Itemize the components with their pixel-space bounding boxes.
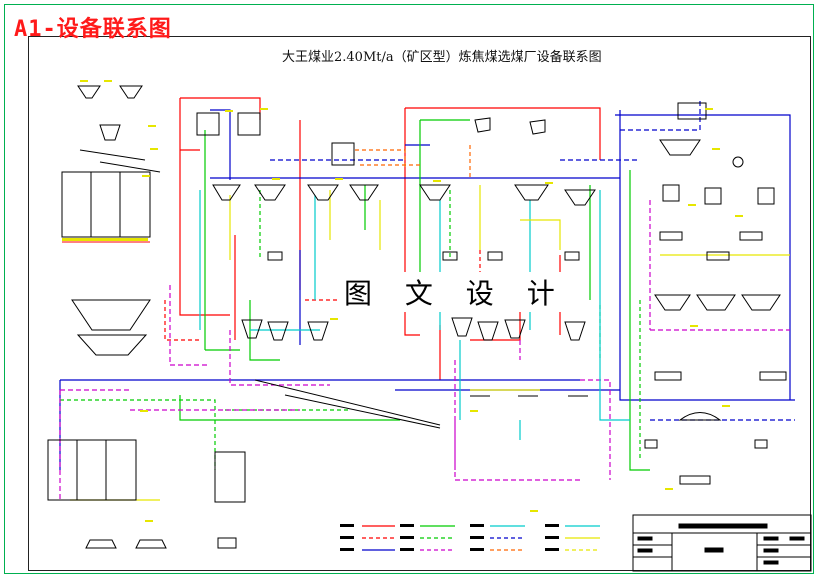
sieve-bend-icon xyxy=(514,184,549,201)
green-flow-line xyxy=(179,119,650,471)
title-block xyxy=(632,514,812,572)
sieve-bend-icon xyxy=(307,184,339,201)
equipment-tag-labels xyxy=(62,80,743,522)
green-dashed-line xyxy=(60,190,641,470)
jig-icon xyxy=(474,117,491,133)
pump-icon xyxy=(564,251,580,261)
tank-icon xyxy=(757,187,775,205)
flotation-cell-icon xyxy=(564,321,586,341)
flotation-cell-icon xyxy=(477,321,499,341)
car-loader-icon xyxy=(135,539,167,549)
loading-station-icon xyxy=(217,537,237,549)
watermark-text: 图 文 设 计 xyxy=(340,272,571,312)
concentrate-thickener-icon xyxy=(741,294,781,311)
tank-icon xyxy=(704,187,722,205)
conveyor-icon xyxy=(254,379,441,426)
filter-icon xyxy=(654,371,682,381)
sieve-bend-icon xyxy=(254,184,286,201)
page-title: A1-设备联系图 xyxy=(14,17,172,42)
product-bunker xyxy=(214,451,246,503)
sieve-bend-icon xyxy=(212,184,241,201)
drawing-border xyxy=(28,36,811,571)
magenta-flow-line xyxy=(59,200,790,500)
thickener-icon xyxy=(659,139,701,156)
sieve-bend-icon xyxy=(564,189,596,206)
sieve-bend-icon xyxy=(419,184,451,201)
filter-icon xyxy=(706,251,730,261)
blue-dashed-line xyxy=(270,100,795,421)
tank-icon xyxy=(662,184,680,202)
yellow-flow-line xyxy=(70,185,790,501)
screen-icon xyxy=(99,161,161,173)
filter-icon xyxy=(739,231,763,241)
flotation-cell-icon xyxy=(307,321,329,341)
jig-icon xyxy=(196,112,220,136)
legend xyxy=(340,524,600,551)
jig-icon xyxy=(529,119,546,135)
concentrate-thickener-icon xyxy=(696,294,736,311)
classifier-icon xyxy=(76,334,148,356)
pump-icon xyxy=(754,439,768,449)
classifier-icon xyxy=(71,299,151,331)
concentrate-thickener-icon xyxy=(654,294,691,311)
orange-flow-line xyxy=(355,145,471,180)
jig-icon xyxy=(237,112,261,136)
flotation-cell-icon xyxy=(451,317,473,337)
pump-icon xyxy=(487,251,503,261)
filter-icon xyxy=(659,231,683,241)
cyan-flow-line xyxy=(199,190,630,440)
pump-icon xyxy=(732,156,744,168)
filter-icon xyxy=(759,371,787,381)
raw-coal-hopper-icon xyxy=(77,85,101,99)
belt-press-icon xyxy=(679,475,711,485)
slime-water-equipment xyxy=(644,102,787,485)
screen-icon xyxy=(79,149,146,161)
thickener-tank-icon xyxy=(677,102,707,120)
washing-equipment xyxy=(196,112,596,429)
product-bunker xyxy=(47,439,137,501)
conveyor-icon xyxy=(284,394,441,429)
raw-coal-bunker xyxy=(61,171,151,238)
raw-coal-hopper-icon xyxy=(119,85,143,99)
red-flow-line xyxy=(179,97,601,380)
diagram-subtitle: 大王煤业2.40Mt/a（矿区型）炼焦煤选煤厂设备联系图 xyxy=(282,50,602,65)
tailings-thickener-icon xyxy=(678,412,722,421)
crusher-icon xyxy=(99,124,121,141)
pump-icon xyxy=(644,439,658,449)
flotation-cell-icon xyxy=(267,321,289,341)
pump-icon xyxy=(442,251,458,261)
sieve-bend-icon xyxy=(349,184,379,201)
flotation-cell-icon xyxy=(504,319,526,339)
flotation-cell-icon xyxy=(241,319,263,339)
raw-coal-equipment xyxy=(47,85,246,549)
car-loader-icon xyxy=(85,539,117,549)
pump-icon xyxy=(267,251,283,261)
outer-frame xyxy=(4,4,814,574)
dense-medium-cyclone-icon xyxy=(331,142,355,166)
